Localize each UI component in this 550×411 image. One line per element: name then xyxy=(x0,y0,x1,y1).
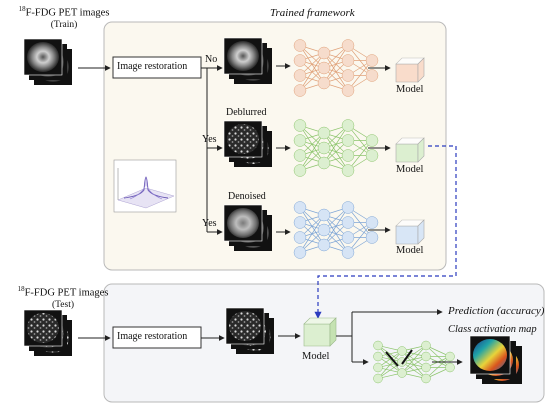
model-label-3: Model xyxy=(396,245,424,256)
class-activation-map-stack xyxy=(469,335,522,384)
model-cube-1 xyxy=(395,57,425,83)
test-model-label: Model xyxy=(302,351,330,362)
model-label-1: Model xyxy=(396,84,424,95)
class-activation-map-label: Class activation map xyxy=(448,324,537,335)
neural-network-1 xyxy=(293,39,379,97)
train-images-title: 18F-FDG PET images(Train) xyxy=(18,5,110,30)
branch-decision-yes-1: Yes xyxy=(202,134,217,145)
branch-image-deblurred xyxy=(223,120,272,167)
model-cube-2 xyxy=(395,137,425,163)
test-restoration-label: Image restoration xyxy=(117,331,188,342)
selected-model-link xyxy=(314,145,457,319)
train-images-subtitle: (Train) xyxy=(50,20,78,30)
neural-network-3 xyxy=(293,201,379,259)
branch-decision-no: No xyxy=(205,54,218,65)
framework-title: Trained framework xyxy=(270,7,355,19)
branch-image-denoised xyxy=(223,204,272,251)
prediction-label: Prediction (accuracy) xyxy=(448,305,545,317)
test-pet-image-stack xyxy=(23,309,72,356)
test-images-subtitle: (Test) xyxy=(51,300,75,310)
neural-network-2 xyxy=(293,119,379,177)
test-restored-image-stack xyxy=(225,307,274,354)
train-pet-image-stack xyxy=(23,38,72,85)
denoised-label: Denoised xyxy=(228,191,266,202)
blur-kernel-plot xyxy=(113,159,177,213)
test-model-cube xyxy=(303,317,337,347)
train-restoration-label: Image restoration xyxy=(117,61,188,72)
model-cube-3 xyxy=(395,219,425,245)
branch-decision-yes-2: Yes xyxy=(202,218,217,229)
test-images-title: 18F-FDG PET images(Test) xyxy=(12,286,114,311)
model-label-2: Model xyxy=(396,164,424,175)
cam-network xyxy=(373,340,455,384)
branch-image-original xyxy=(223,37,272,84)
deblurred-label: Deblurred xyxy=(226,107,267,118)
